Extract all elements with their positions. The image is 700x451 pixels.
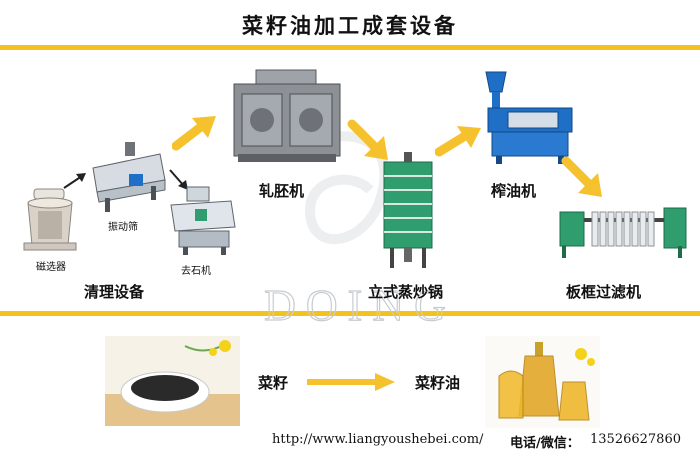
top-divider (0, 45, 700, 50)
vibrating-screen-label: 振动筛 (108, 222, 138, 233)
page-title: 菜籽油加工成套设备 (242, 13, 458, 38)
steam-cooker-label: 立式蒸炒锅 (368, 283, 444, 301)
rapeseed-label: 菜籽 (258, 374, 289, 392)
product-flow-arrow-icon (307, 373, 395, 391)
process-arrow-icon (561, 156, 602, 197)
destoner-image (170, 186, 236, 255)
phone-number: 13526627860 (590, 432, 681, 447)
rapeseed-oil-label: 菜籽油 (415, 374, 461, 392)
website-url-link[interactable]: http://www.liangyoushebei.com/ (272, 432, 484, 447)
watermark-text: DOING (264, 281, 456, 330)
contact-label: 电话/微信： (510, 436, 580, 451)
process-arrow-icon (347, 119, 388, 160)
destoner-label: 去石机 (181, 266, 211, 277)
flaking-machine-image (233, 69, 341, 162)
cleaning-equipment-label: 清理设备 (84, 283, 145, 301)
bottom-divider (0, 311, 700, 316)
flow-arrow-icon (63, 173, 86, 189)
magnetic-separator-label: 磁选器 (36, 262, 66, 273)
steam-cooker-image (383, 152, 433, 268)
rapeseed-image (105, 336, 240, 426)
process-arrow-icon (172, 116, 216, 151)
magnetic-separator-image (23, 188, 77, 251)
flow-arrow-icon (169, 169, 188, 190)
process-arrow-icon (435, 126, 481, 157)
oil-press-label: 榨油机 (491, 182, 537, 200)
plate-filter-image (559, 207, 687, 258)
plate-filter-label: 板框过滤机 (566, 283, 642, 301)
oil-press-image (485, 71, 573, 164)
vibrating-screen-image (92, 142, 166, 212)
rapeseed-oil-image (485, 336, 600, 428)
doing-watermark-logo: DOING (264, 131, 456, 330)
flaking-machine-label: 轧胚机 (259, 182, 305, 200)
